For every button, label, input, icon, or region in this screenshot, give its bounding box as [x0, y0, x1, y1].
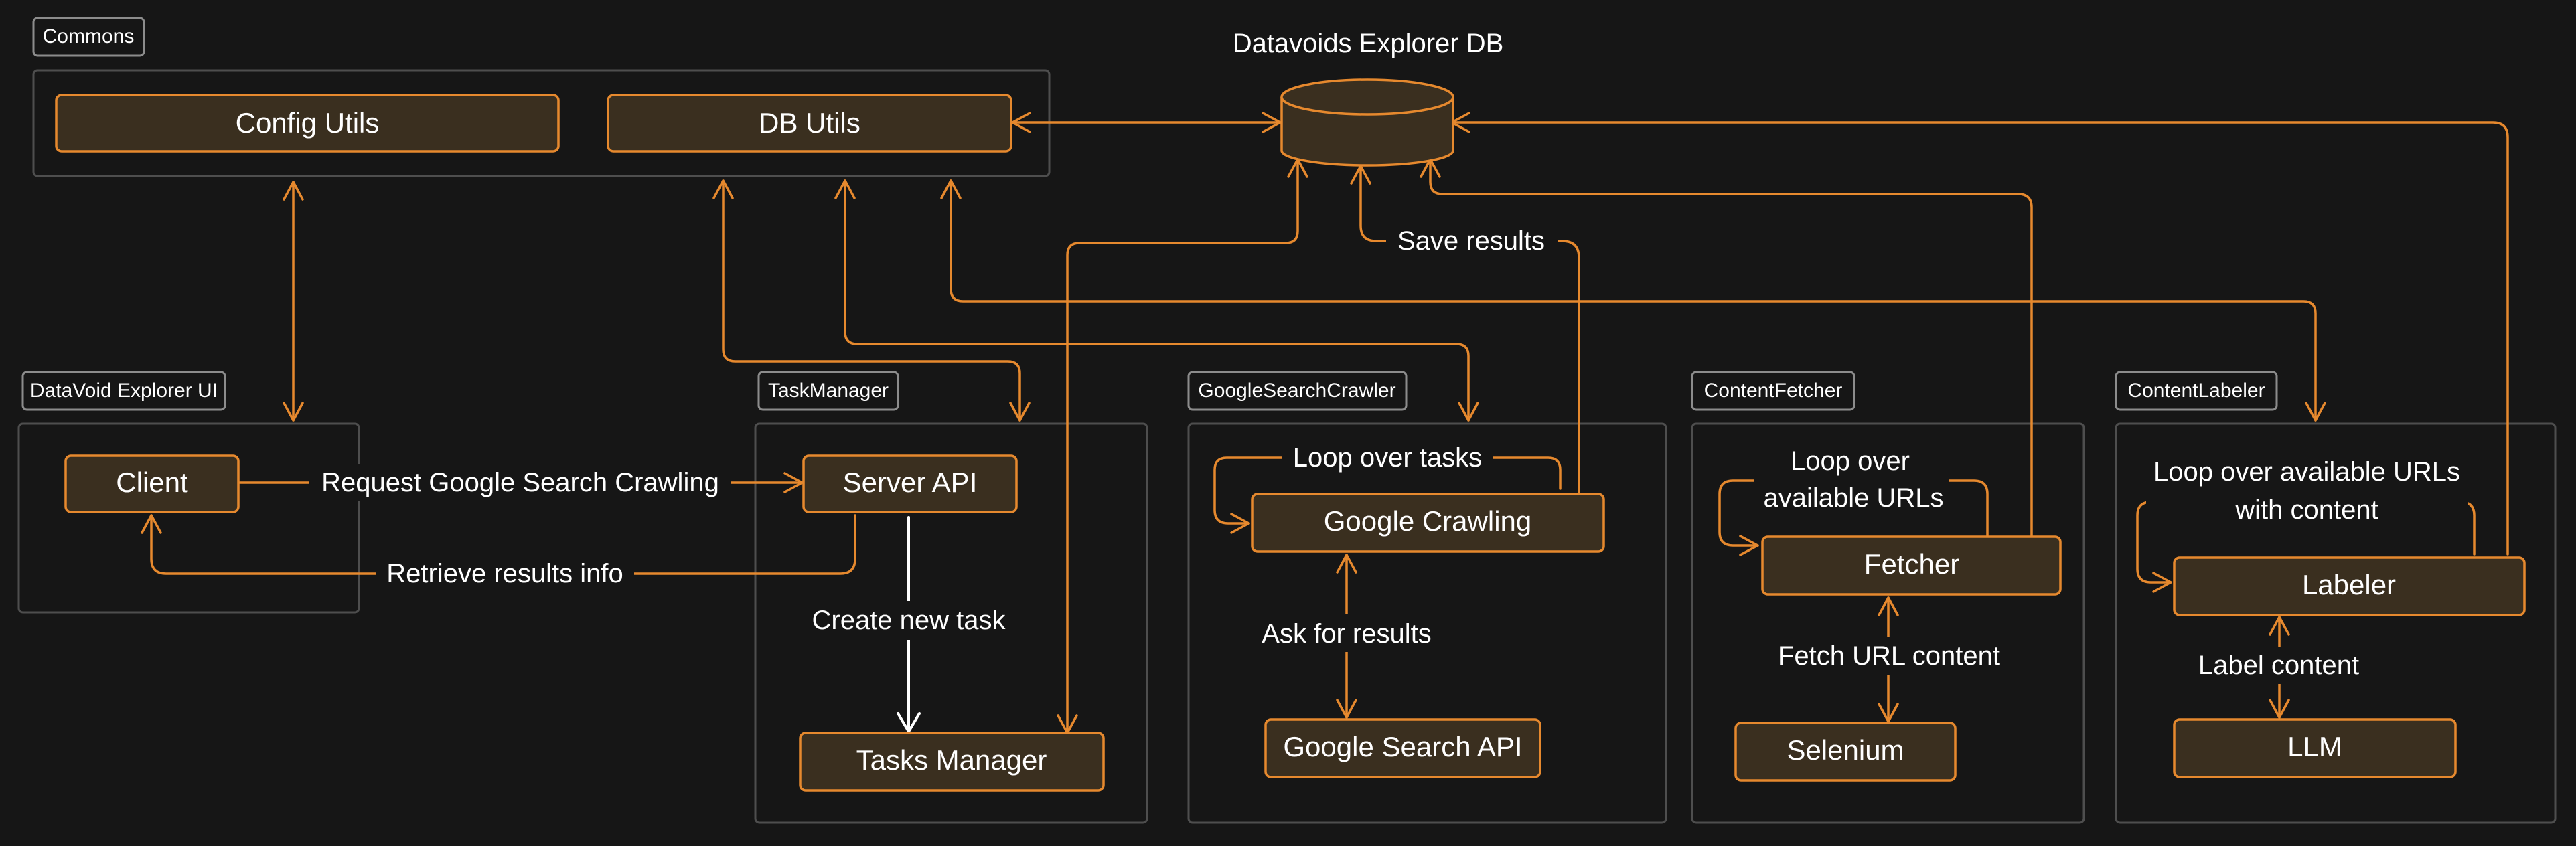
edge-label-create-task: Create new task — [812, 606, 1006, 635]
edge-label-request-crawling: Request Google Search Crawling — [321, 468, 719, 497]
edge-label-ask-results: Ask for results — [1262, 619, 1431, 649]
edge-fetcher-db — [1429, 158, 2033, 537]
group-taskmanager-title: TaskManager — [768, 379, 889, 402]
group-ui-title: DataVoid Explorer UI — [30, 379, 218, 402]
edge-dbutils-labeler — [950, 179, 2317, 422]
edge-label-loop-urls-line1: Loop over — [1791, 446, 1910, 476]
edge-label-loop-urls-line2: available URLs — [1763, 483, 1943, 513]
node-google-crawling: Google Crawling — [1251, 493, 1605, 553]
node-google-search-api: Google Search API — [1264, 718, 1541, 778]
group-commons: Commons — [32, 17, 1051, 177]
edge-dbutils-taskmanager — [722, 179, 1021, 422]
node-client: Client — [64, 454, 240, 513]
node-fetcher-label: Fetcher — [1864, 548, 1959, 580]
edge-label-save-results: Save results — [1397, 226, 1545, 256]
edge-db-tasksmanager — [1066, 158, 1299, 734]
edge-label-loop-urls-content-line1: Loop over available URLs — [2153, 457, 2460, 487]
database-title: Datavoids Explorer DB — [1233, 29, 1504, 58]
group-ui: DataVoid Explorer UI — [17, 371, 360, 614]
group-labeler-title: ContentLabeler — [2127, 379, 2265, 402]
node-selenium: Selenium — [1734, 722, 1957, 782]
edge-label-retrieve-results: Retrieve results info — [386, 559, 623, 588]
edge-loop-tasks — [1213, 456, 1562, 525]
database: Datavoids Explorer DB — [1233, 29, 1504, 167]
node-llm-label: LLM — [2287, 731, 2342, 762]
edge-labeler-db — [1450, 121, 2509, 556]
group-commons-title: Commons — [43, 25, 135, 48]
edge-label-loop-urls-content-line2: with content — [2234, 495, 2378, 525]
edge-label-label-content: Label content — [2198, 651, 2359, 680]
group-crawler-title: GoogleSearchCrawler — [1198, 379, 1395, 402]
group-fetcher: ContentFetcher — [1691, 371, 2085, 824]
node-db-utils-label: DB Utils — [759, 107, 860, 139]
edge-loop-urls — [1718, 479, 1989, 547]
node-server-api: Server API — [802, 454, 1018, 513]
node-fetcher: Fetcher — [1761, 535, 2062, 596]
database-cylinder-icon — [1280, 78, 1454, 167]
edge-loop-urls-content — [2136, 501, 2476, 584]
node-client-label: Client — [116, 467, 188, 498]
node-tasks-manager: Tasks Manager — [799, 732, 1105, 792]
node-db-utils: DB Utils — [607, 94, 1012, 153]
group-fetcher-title: ContentFetcher — [1704, 379, 1843, 402]
node-labeler-label: Labeler — [2302, 569, 2396, 600]
group-taskmanager: TaskManager — [754, 371, 1148, 824]
node-selenium-label: Selenium — [1787, 734, 1904, 766]
node-google-search-api-label: Google Search API — [1283, 731, 1522, 762]
edge-label-fetch-content: Fetch URL content — [1778, 641, 2000, 671]
node-labeler: Labeler — [2173, 556, 2526, 616]
node-tasks-manager-label: Tasks Manager — [856, 744, 1047, 776]
node-llm: LLM — [2173, 718, 2457, 778]
node-config-utils-label: Config Utils — [236, 107, 380, 139]
edge-label-loop-tasks: Loop over tasks — [1293, 443, 1482, 473]
node-config-utils: Config Utils — [55, 94, 560, 153]
group-labeler: ContentLabeler — [2115, 371, 2557, 824]
group-crawler: GoogleSearchCrawler — [1187, 371, 1667, 824]
edge-dbutils-crawler — [844, 179, 1470, 422]
edge-labels: Request Google Search Crawling Retrieve … — [309, 222, 2468, 684]
node-google-crawling-label: Google Crawling — [1324, 505, 1532, 537]
node-server-api-label: Server API — [843, 467, 978, 498]
